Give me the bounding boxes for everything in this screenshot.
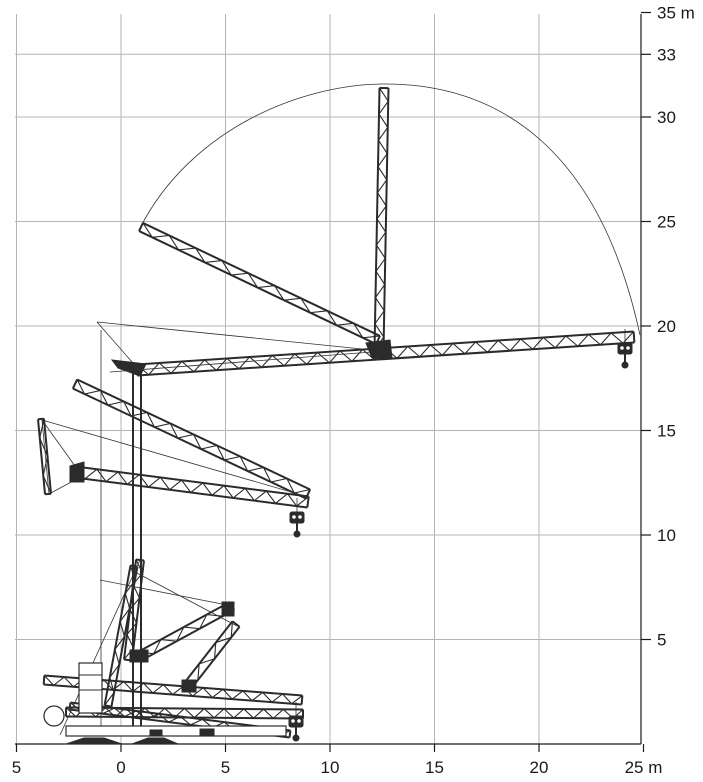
y-tick-label: 10: [657, 526, 676, 545]
jib-fold-head: [221, 601, 235, 617]
boom-end: [306, 496, 310, 508]
y-tick-label: 25: [657, 213, 676, 232]
boom-end: [37, 417, 45, 421]
outrigger-pad-right: [131, 737, 179, 745]
x-tick-label: 5: [221, 758, 230, 777]
y-tick-label: 5: [657, 631, 666, 650]
boom-end: [138, 222, 144, 232]
boom-end: [68, 702, 72, 710]
boom-end: [288, 730, 292, 738]
x-tick-label: 20: [530, 758, 549, 777]
hook-block: [289, 511, 305, 524]
boom-end: [71, 379, 79, 389]
grid: [15, 11, 651, 752]
hook-top-right: [617, 329, 633, 369]
guy-rope: [41, 419, 76, 467]
chassis-box: [199, 728, 215, 737]
erection-mast-4: [103, 564, 139, 708]
luffing-jib-inclined: [138, 222, 381, 345]
erection-winch: [129, 649, 149, 663]
boom-end: [44, 492, 52, 496]
y-tick-label: 20: [657, 317, 676, 336]
boom-chord-top: [37, 419, 47, 495]
y-axis-tick-labels: 5 10 15 20 25 30 33 35 m: [657, 4, 695, 650]
x-tick-label: 15: [425, 758, 444, 777]
hook-pulley: [291, 719, 295, 723]
boom-lattice: [39, 418, 52, 494]
boom-end: [300, 695, 304, 705]
hook-eye: [293, 530, 301, 538]
guy-rope: [96, 321, 140, 371]
boom-lattice: [104, 565, 136, 706]
hook-low: [288, 702, 304, 742]
erection-rope: [59, 559, 141, 736]
boom-end: [42, 675, 46, 685]
hook-pulley: [297, 719, 301, 723]
boom-chord-bottom: [75, 465, 309, 498]
boom-chord-top: [141, 609, 235, 661]
erection-mast-3: [181, 620, 241, 692]
hook-pulley: [620, 346, 624, 350]
jib-knuckle: [365, 339, 393, 359]
guy-rope: [41, 419, 50, 495]
chassis-box: [149, 729, 163, 737]
x-tick-label: 5: [12, 758, 21, 777]
chassis-frame: [65, 725, 287, 737]
y-tick-label: 35 m: [657, 4, 695, 23]
crane-drawing: [37, 83, 641, 745]
boom-chord-bottom: [181, 620, 234, 686]
hook-eye: [292, 734, 300, 742]
y-tick-label: 33: [657, 45, 676, 64]
jib-pivot-mid: [69, 461, 85, 483]
slewing-wheel: [43, 705, 65, 727]
tower-lean-mid: [37, 417, 52, 496]
x-tick-label: 0: [116, 758, 125, 777]
guy-rope: [41, 419, 306, 497]
boom-lattice: [182, 621, 234, 686]
guy-rope: [48, 479, 76, 495]
y-tick-label: 30: [657, 108, 676, 127]
hook-pulley: [298, 515, 302, 519]
hook-mid: [289, 498, 305, 538]
luffing-radius-arc: [139, 83, 641, 336]
boom-lattice: [75, 466, 310, 507]
boom-end: [130, 564, 138, 568]
counterweight: [78, 662, 103, 714]
hook-pulley: [292, 515, 296, 519]
guy-rope: [109, 351, 373, 373]
boom-lattice: [142, 222, 380, 339]
hook-pulley: [626, 346, 630, 350]
guy-rope: [96, 321, 373, 351]
x-tick-label: 10: [321, 758, 340, 777]
x-tick-label: 25 m: [625, 758, 663, 777]
outrigger-pad-left: [65, 737, 123, 745]
boom-end: [231, 620, 241, 628]
jib-mid-inclined: [71, 378, 312, 500]
y-tick-label: 15: [657, 422, 676, 441]
boom-end: [104, 704, 112, 708]
boom-lattice: [76, 379, 311, 494]
erection-rope: [134, 571, 238, 627]
hook-block: [617, 342, 633, 355]
hook-eye: [621, 361, 629, 369]
boom-chord-top: [72, 387, 307, 500]
boom-chord-bottom: [142, 222, 381, 337]
boom-lattice: [374, 87, 389, 351]
boom-chord-top: [382, 88, 390, 351]
boom-chord-top: [130, 560, 145, 661]
axes: [15, 14, 642, 745]
boom-chord-top: [137, 341, 635, 377]
hook-block: [288, 715, 304, 728]
luffing-jib-vertical: [373, 86, 390, 352]
erection-rope: [99, 579, 233, 607]
boom-end: [632, 331, 636, 343]
boom-chord-bottom: [103, 565, 132, 706]
x-axis-tick-labels: 5 0 5 10 15 20 25 m: [12, 758, 663, 777]
